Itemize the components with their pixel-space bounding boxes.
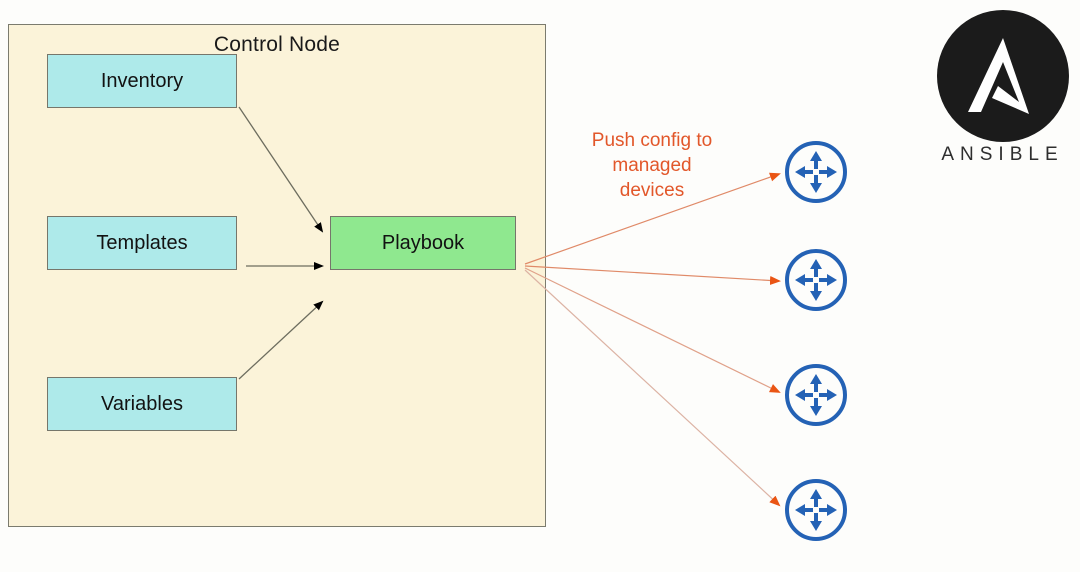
node-box-variables[interactable]: Variables bbox=[47, 377, 237, 431]
router-icon bbox=[785, 141, 847, 203]
node-box-templates-label: Templates bbox=[96, 231, 188, 254]
node-box-variables-label: Variables bbox=[101, 392, 183, 415]
ansible-logo bbox=[937, 10, 1069, 142]
router-icon bbox=[785, 364, 847, 426]
connector-playbook-router-4 bbox=[524, 269, 781, 507]
node-box-inventory-label: Inventory bbox=[100, 69, 184, 92]
node-box-playbook[interactable]: Playbook bbox=[330, 216, 516, 270]
connector-playbook-router-3 bbox=[524, 267, 781, 393]
managed-device-router-1[interactable] bbox=[783, 139, 849, 205]
managed-device-router-3[interactable] bbox=[783, 362, 849, 428]
managed-device-router-2[interactable] bbox=[783, 247, 849, 313]
managed-device-router-4[interactable] bbox=[783, 477, 849, 543]
push-config-caption-line-3: devices bbox=[619, 180, 685, 201]
node-box-templates[interactable]: Templates bbox=[47, 216, 237, 270]
router-icon bbox=[785, 479, 847, 541]
control-node-title: Control Node bbox=[213, 33, 341, 56]
push-config-caption-line-1: Push config to bbox=[591, 130, 713, 151]
push-config-caption-line-2: managed bbox=[612, 155, 692, 176]
node-box-playbook-label: Playbook bbox=[381, 231, 465, 254]
push-config-caption: Push config to managed devices bbox=[566, 128, 738, 203]
node-box-inventory[interactable]: Inventory bbox=[47, 54, 237, 108]
ansible-wordmark: ANSIBLE bbox=[941, 144, 1064, 165]
ansible-a-icon bbox=[968, 38, 1029, 114]
router-icon bbox=[785, 249, 847, 311]
ansible-mark-icon bbox=[937, 10, 1069, 142]
connector-playbook-router-2 bbox=[524, 265, 781, 285]
